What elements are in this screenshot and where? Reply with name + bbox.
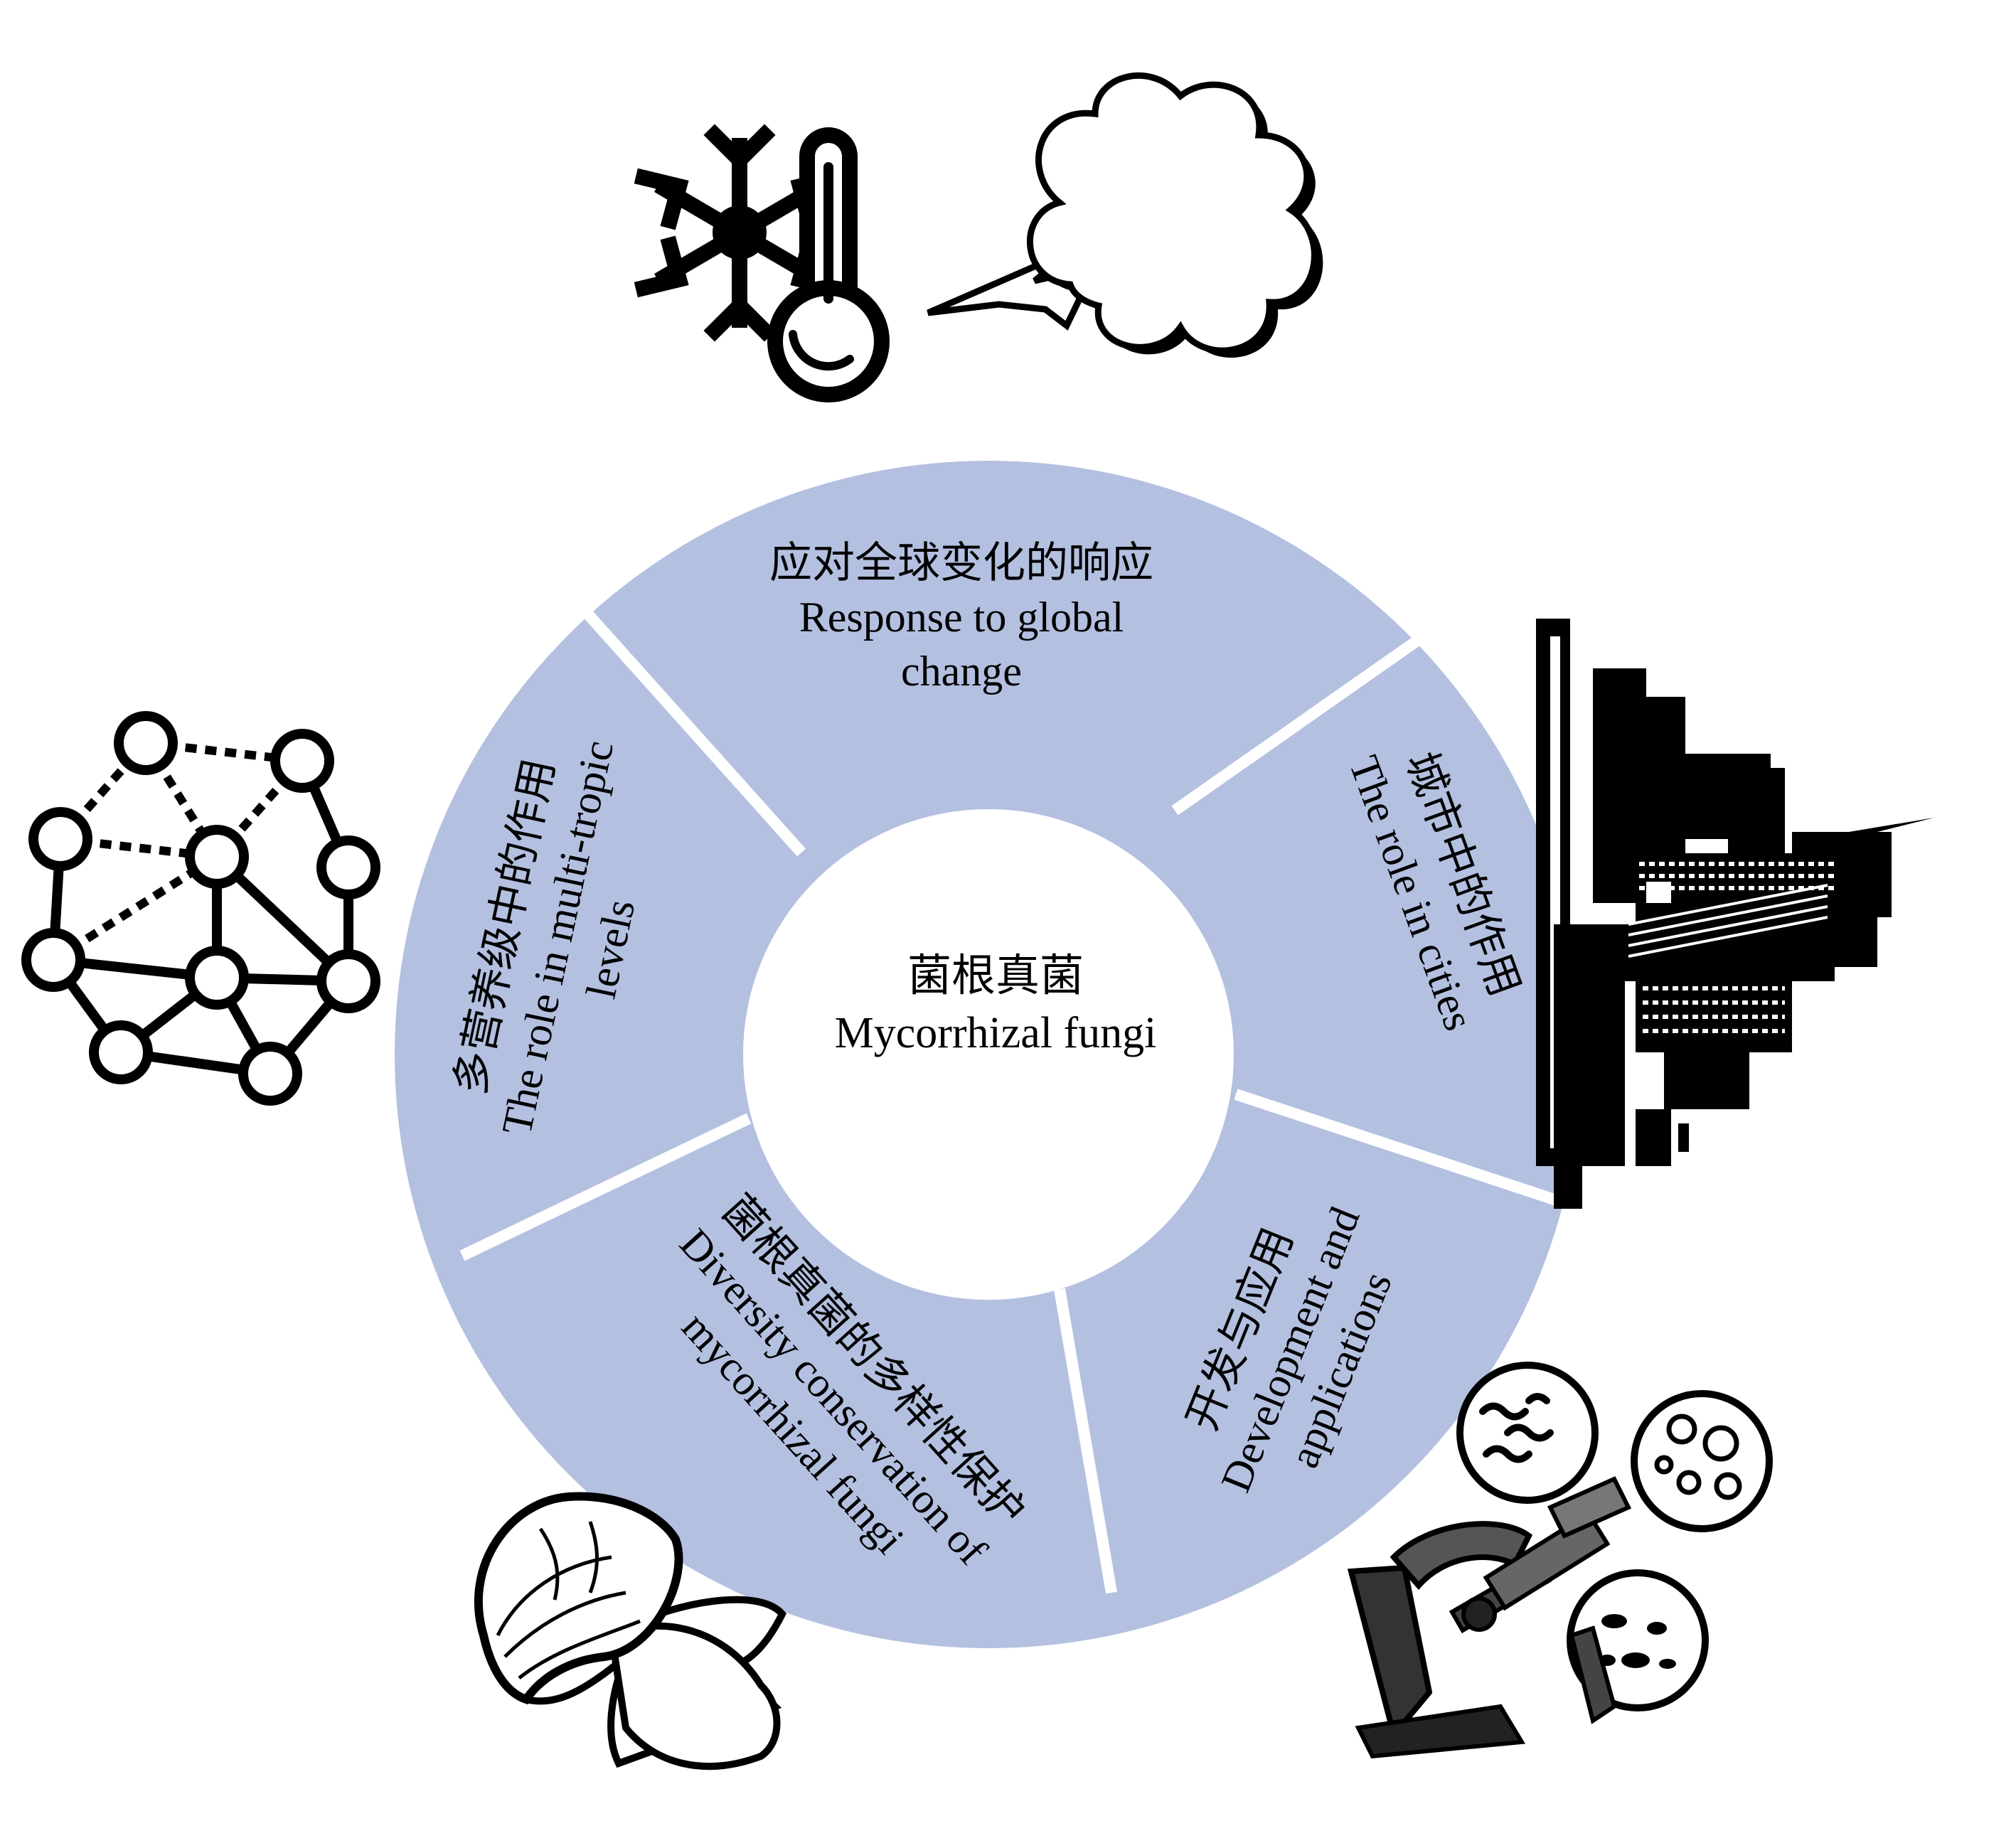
segment-label-en: Response to global [799,594,1124,641]
center-title-zh: 菌根真菌 [907,952,1084,1000]
microscope-icon [1347,1362,1773,1759]
skyline-windows [1639,862,1835,1033]
network-icon [21,711,380,1106]
climate-icon [634,72,1323,402]
center-label: 菌根真菌 Mycorrhizal fungi [835,952,1157,1057]
ring-hole [743,809,1234,1300]
separator-top-right [1171,612,1454,816]
separator-top-left [572,597,806,857]
separator-right [1234,1089,1574,1211]
city-skyline-icon [1536,619,1934,1209]
mushroom-icon [474,1492,786,1770]
cloud-icon [1027,72,1323,358]
separator-bottom [1054,1288,1117,1594]
sun-icon [713,205,767,260]
sample-circle-icon [1631,1390,1773,1532]
skyline-stripes [1628,884,1828,958]
segment-label-en: change [901,648,1022,695]
segment-label-zh: 应对全球变化的响应 [769,540,1153,587]
thermometer-icon [767,127,890,402]
segment-global-change: 应对全球变化的响应 Response to global change [769,540,1153,695]
separator-left [459,1113,752,1261]
ring-separators [459,597,1574,1594]
center-title-en: Mycorrhizal fungi [835,1009,1157,1057]
ring [395,461,1582,1648]
